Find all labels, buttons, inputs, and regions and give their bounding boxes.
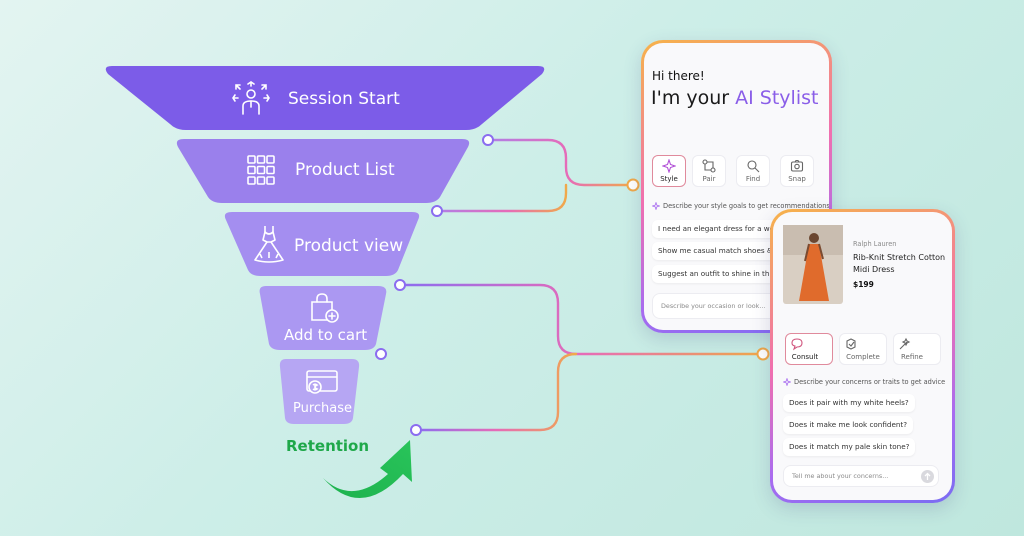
- refine-icon: [899, 337, 911, 350]
- tab-complete[interactable]: Complete: [839, 333, 887, 365]
- style-hint: Describe your style goals to get recomme…: [663, 202, 829, 210]
- tab-pair[interactable]: Pair: [692, 155, 726, 187]
- connector-node: [482, 134, 494, 146]
- consult-icon: [791, 338, 803, 351]
- tab-label: Consult: [791, 353, 819, 361]
- headline-prefix: I'm your: [651, 87, 730, 109]
- concerns-input[interactable]: Tell me about your concerns...: [783, 465, 939, 487]
- find-icon: [747, 160, 760, 173]
- tab-label: Style: [660, 175, 678, 183]
- retention-label: Retention: [286, 437, 370, 455]
- shopping-bag-add-icon: [311, 293, 339, 323]
- connector-node: [431, 205, 443, 217]
- product-image: [783, 225, 843, 304]
- stage-label-purchase: Purchase: [293, 401, 353, 416]
- grid-icon: [247, 155, 275, 185]
- tab-find[interactable]: Find: [736, 155, 770, 187]
- dress-icon: [254, 226, 284, 263]
- tab-label: Pair: [702, 175, 716, 183]
- connector-node: [375, 348, 387, 360]
- complete-icon: [846, 338, 856, 350]
- suggestion-chip[interactable]: I need an elegant dress for a wedding: [652, 220, 801, 238]
- stage-label-product-view: Product view: [294, 236, 404, 256]
- product-name-line1: Rib-Knit Stretch Cotton: [853, 253, 946, 262]
- connector-node: [394, 279, 406, 291]
- snap-icon: [790, 159, 804, 172]
- stage-label-session-start: Session Start: [288, 89, 400, 109]
- product-advisor-card: Ralph Lauren Rib-Knit Stretch Cotton Mid…: [770, 209, 955, 503]
- connector-line-5: [414, 352, 578, 432]
- tab-label: Complete: [846, 353, 880, 361]
- credit-card-icon: [306, 370, 338, 394]
- stage-label-add-to-cart: Add to cart: [284, 326, 368, 344]
- stage-label-product-list: Product List: [295, 160, 395, 180]
- people-network-icon: [232, 81, 270, 115]
- headline-highlight: AI Stylist: [735, 87, 819, 109]
- product-name-line2: Midi Dress: [853, 265, 895, 274]
- sparkle-icon: [652, 202, 660, 210]
- funnel-stage-add-to-cart: [259, 286, 387, 350]
- send-button[interactable]: [921, 470, 934, 483]
- tab-consult[interactable]: Consult: [785, 333, 833, 365]
- tab-style[interactable]: Style: [652, 155, 686, 187]
- advice-hint: Describe your concerns or traits to get …: [794, 378, 946, 386]
- occasion-input-placeholder: Describe your occasion or look...: [661, 302, 766, 310]
- greeting-text: Hi there!: [652, 69, 705, 83]
- brand-name: Ralph Lauren: [853, 240, 897, 248]
- product-price: $199: [853, 280, 874, 289]
- sparkle-icon: [662, 159, 676, 173]
- tab-label: Find: [745, 175, 761, 183]
- retention-arrow: [323, 440, 412, 499]
- connector-line-2: [435, 183, 568, 213]
- connector-node: [410, 424, 422, 436]
- tab-label: Refine: [900, 353, 923, 361]
- question-chip[interactable]: Does it pair with my white heels?: [783, 394, 915, 412]
- concerns-input-placeholder: Tell me about your concerns...: [792, 472, 889, 480]
- connector-lines: [379, 138, 765, 432]
- connector-node: [756, 347, 770, 361]
- question-chip[interactable]: Does it match my pale skin tone?: [783, 438, 916, 456]
- arrow-up-icon: [924, 472, 931, 480]
- headline: I'm your AI Stylist: [651, 87, 818, 109]
- sparkle-icon: [783, 378, 791, 386]
- suggestion-chip[interactable]: Suggest an outfit to shine in this seaso…: [652, 265, 809, 283]
- connector-line-1: [486, 138, 635, 187]
- suggestion-chip[interactable]: Show me casual match shoes & bag: [652, 242, 795, 260]
- funnel-stage-product-list: [176, 139, 470, 203]
- pair-icon: [702, 159, 716, 173]
- tab-label: Snap: [788, 175, 806, 183]
- question-chip[interactable]: Does it make me look confident?: [783, 416, 914, 434]
- funnel-stage-session-start: [105, 66, 545, 130]
- connector-nodes: [375, 134, 770, 436]
- tab-refine[interactable]: Refine: [893, 333, 941, 365]
- connector-node: [626, 178, 640, 192]
- tab-snap[interactable]: Snap: [780, 155, 814, 187]
